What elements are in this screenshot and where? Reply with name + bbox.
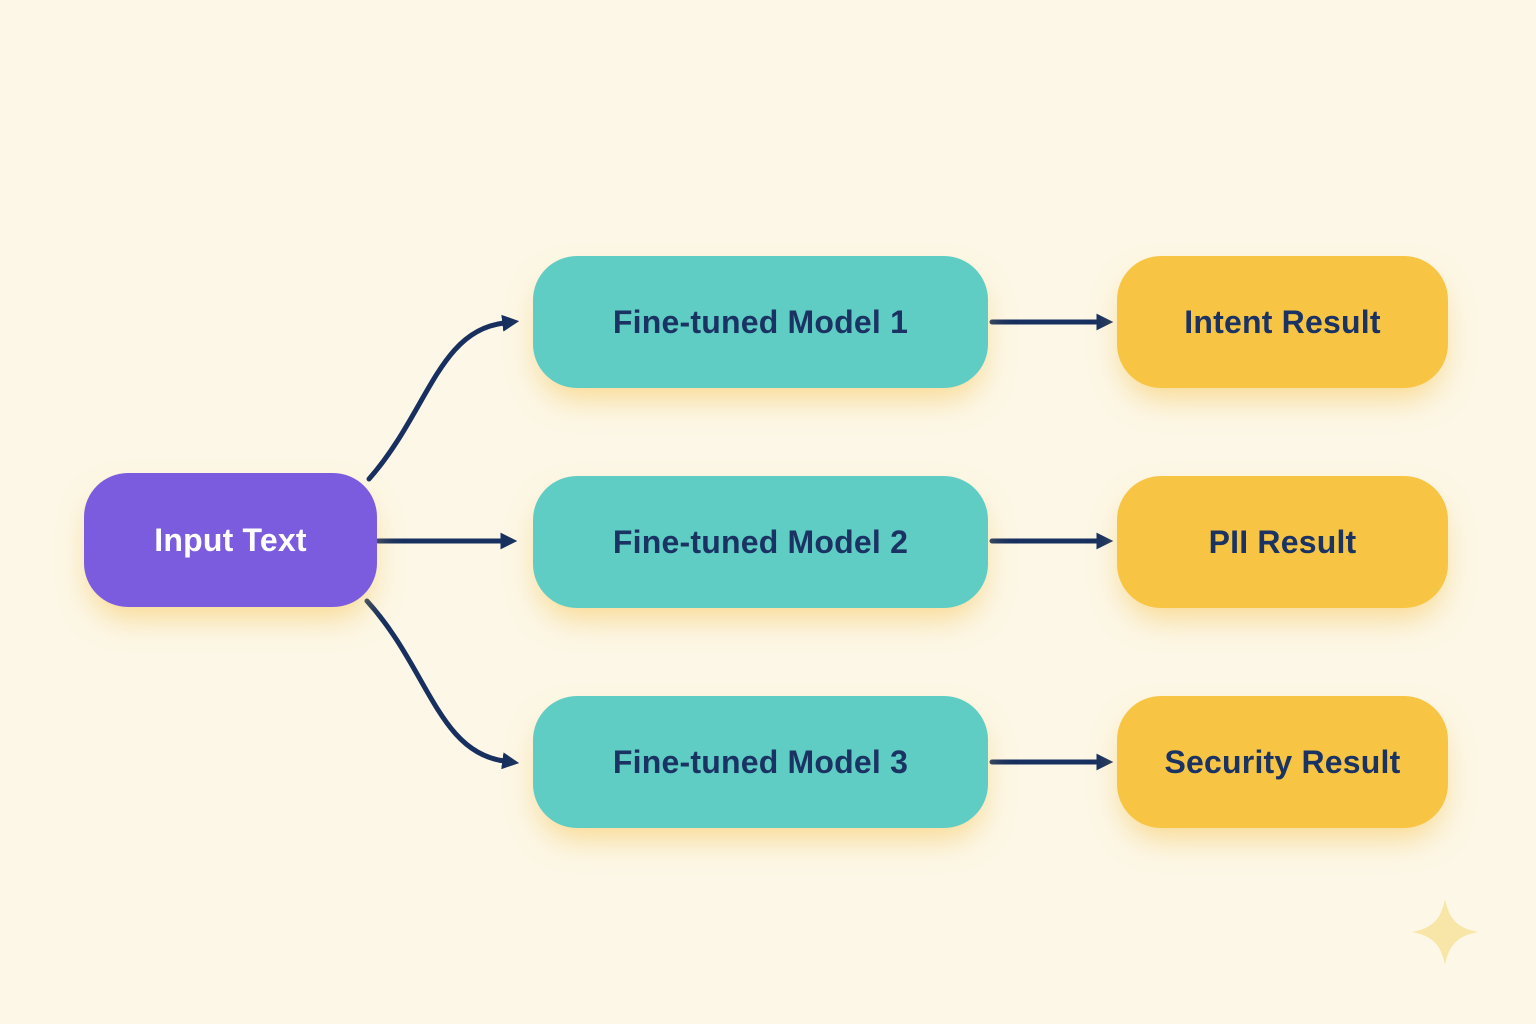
intent-result-node: Intent Result	[1117, 256, 1448, 388]
arrow-input-to-model1	[366, 314, 520, 482]
model-3-label: Fine-tuned Model 3	[612, 743, 909, 780]
pii-result-node: PII Result	[1117, 476, 1448, 608]
security-result-node: Security Result	[1117, 696, 1448, 828]
model-2-label: Fine-tuned Model 2	[612, 523, 909, 560]
model-2-node: Fine-tuned Model 2	[533, 476, 988, 608]
input-text-label: Input Text	[154, 521, 307, 558]
pii-result-label: PII Result	[1208, 523, 1357, 560]
sparkle-icon	[1412, 899, 1478, 965]
model-1-node: Fine-tuned Model 1	[533, 256, 988, 388]
security-result-label: Security Result	[1164, 743, 1401, 780]
intent-result-label: Intent Result	[1184, 303, 1381, 340]
arrow-input-to-model3	[364, 598, 520, 770]
input-text-node: Input Text	[84, 473, 377, 607]
model-3-node: Fine-tuned Model 3	[533, 696, 988, 828]
model-1-label: Fine-tuned Model 1	[612, 303, 909, 340]
